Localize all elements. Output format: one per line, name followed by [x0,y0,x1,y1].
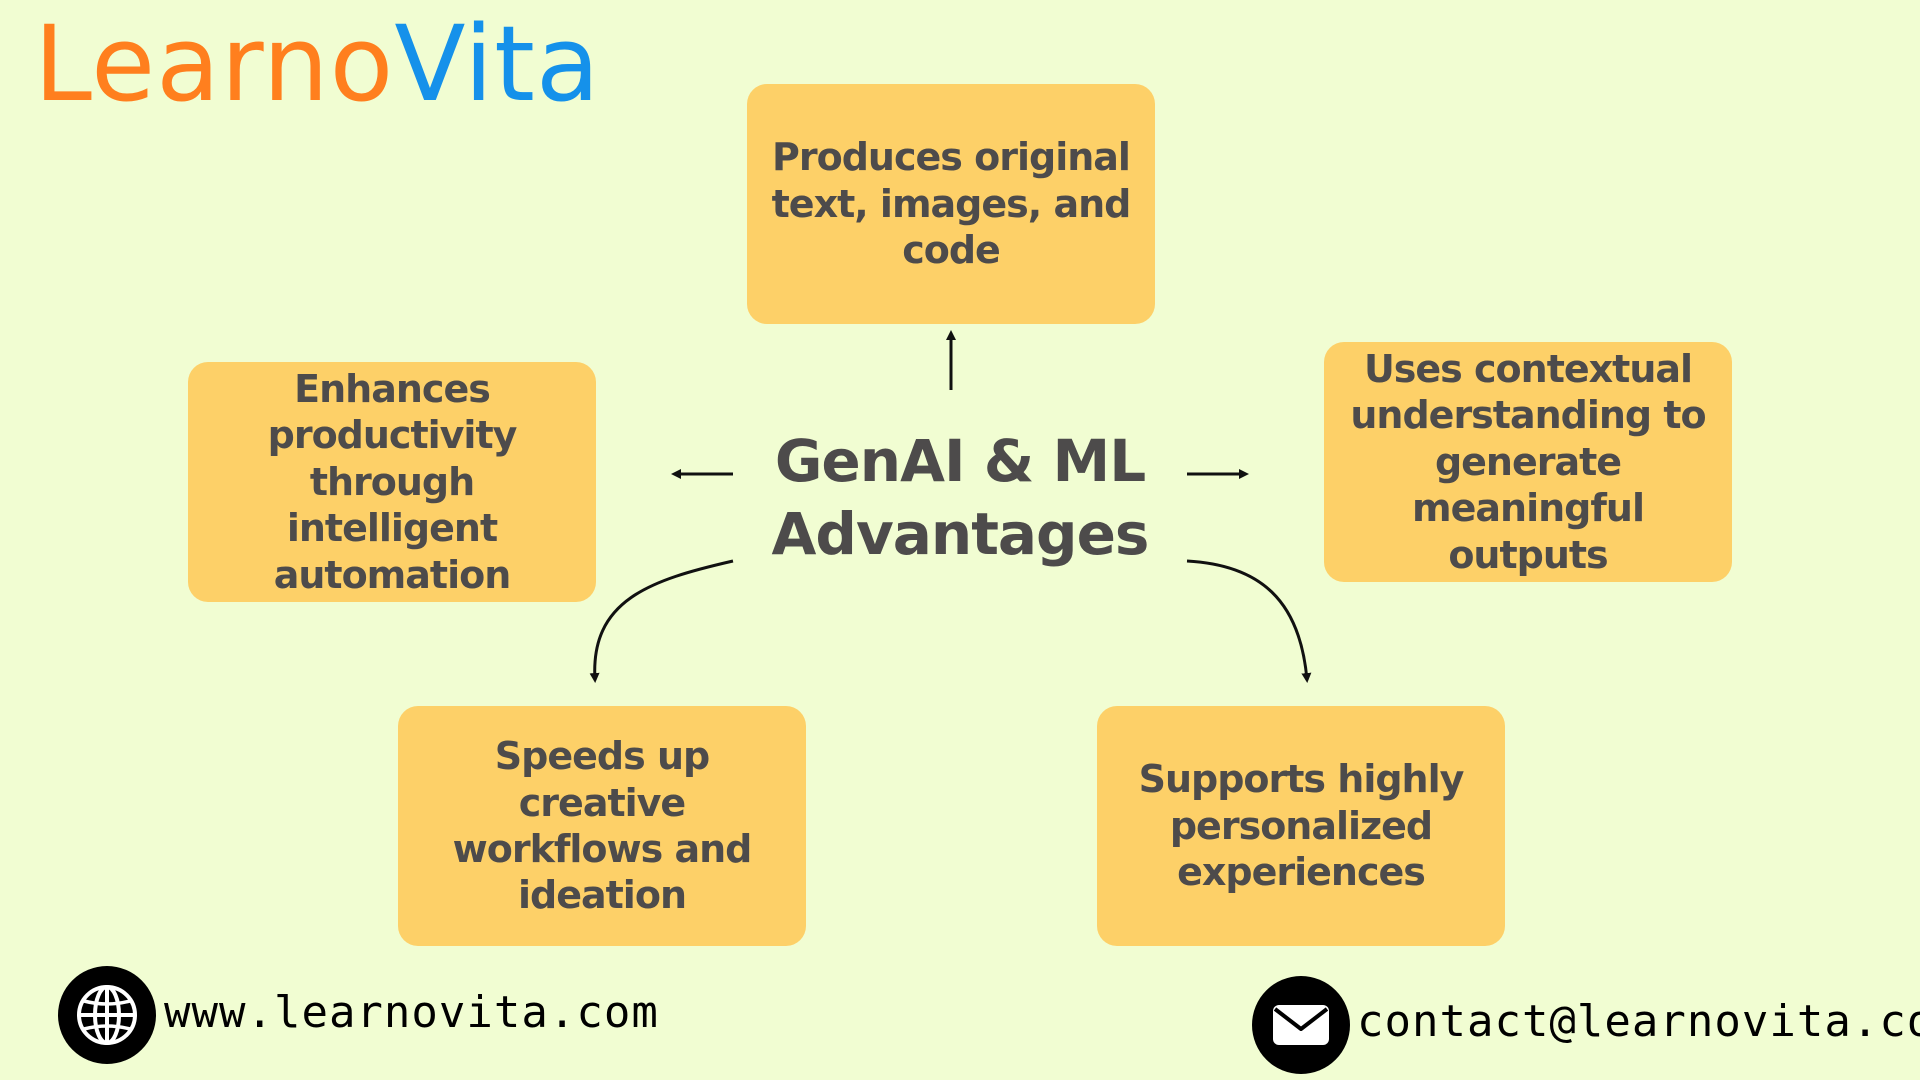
advantage-text-personalized: Supports highly personalized experiences [1138,757,1465,895]
advantage-text-original-content: Produces original text, images, and code [771,135,1132,273]
advantage-box-personalized: Supports highly personalized experiences [1097,706,1505,946]
arrow-to-bottom-right [1186,559,1312,683]
email-link[interactable]: contact@learnovita.com [1357,996,1920,1047]
globe-icon [58,966,156,1064]
advantage-box-productivity: Enhances productivity through intelligen… [188,362,596,602]
advantage-box-creative-workflows: Speeds up creative workflows and ideatio… [398,706,806,946]
brand-logo: LearnoVita [34,12,601,116]
advantage-text-productivity: Enhances productivity through intelligen… [267,367,518,597]
website-link[interactable]: www.learnovita.com [164,987,659,1038]
center-title: GenAI & ML Advantages [771,427,1150,569]
advantage-text-contextual: Uses contextual understanding to generat… [1350,347,1706,577]
envelope-icon [1252,976,1350,1074]
logo-part-learno: Learno [34,3,395,125]
advantage-box-contextual: Uses contextual understanding to generat… [1324,342,1732,582]
advantage-text-creative-workflows: Speeds up creative workflows and ideatio… [452,734,753,918]
logo-part-vita: Vita [394,3,601,125]
arrow-to-bottom-left [589,559,734,683]
advantage-box-original-content: Produces original text, images, and code [747,84,1155,324]
